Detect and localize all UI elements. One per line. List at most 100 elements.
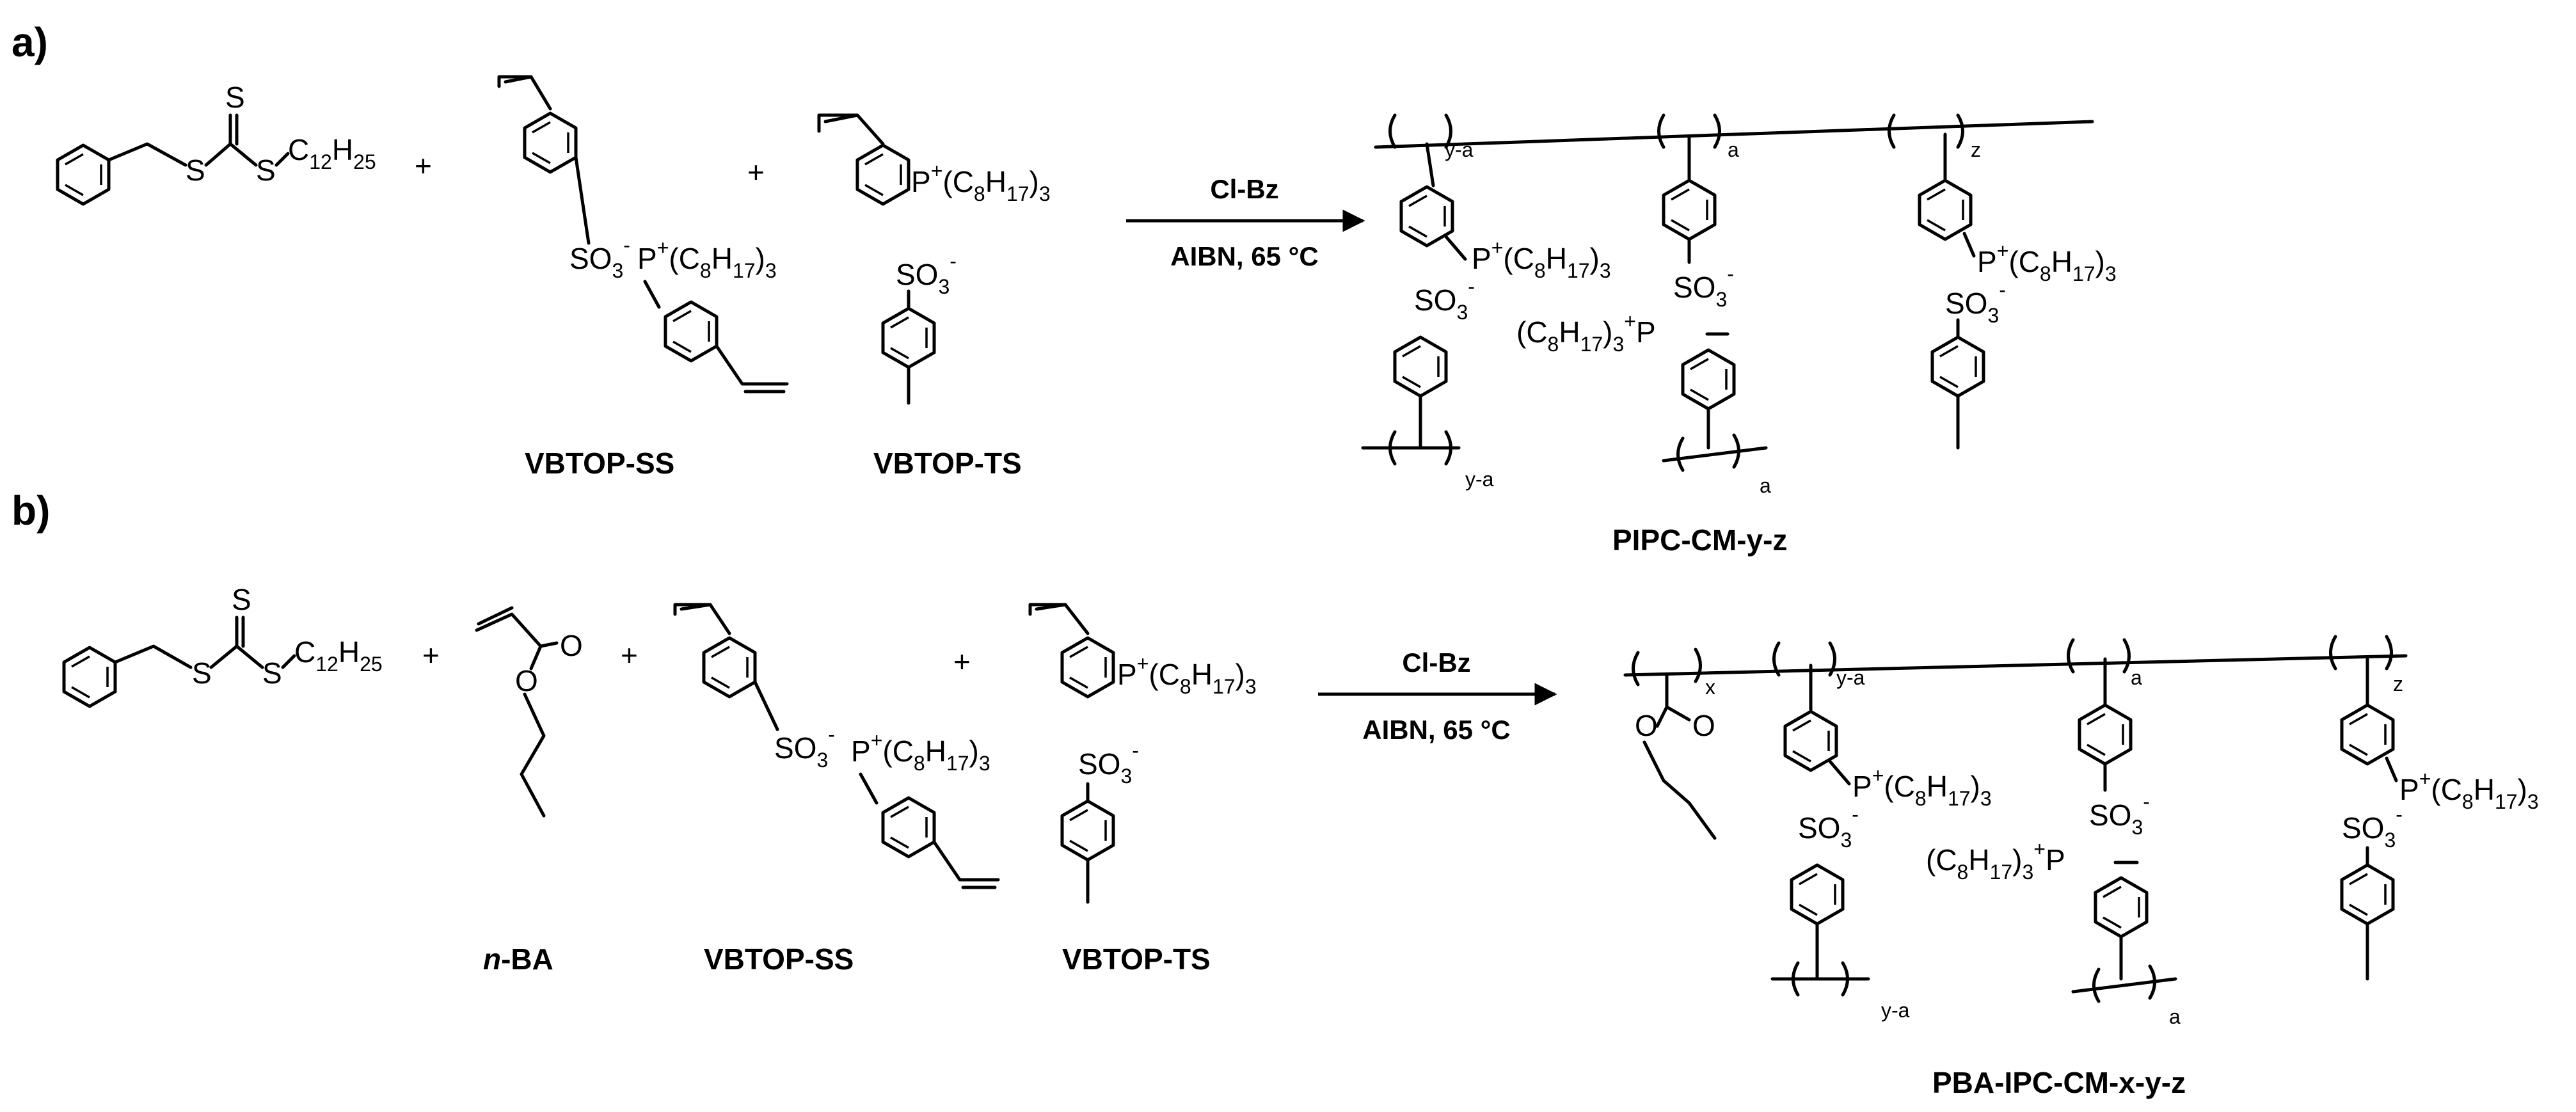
so3-prod-b3: SO xyxy=(2342,811,2384,845)
p-ts-b: P xyxy=(1117,658,1137,691)
p-prod-plus-a2: + xyxy=(1624,310,1636,333)
p-prod-plus-a1: + xyxy=(1491,236,1504,259)
svg-text:SO3-: SO3- xyxy=(1945,278,2006,327)
arrow-b-top-text: Cl-Bz xyxy=(1402,647,1470,678)
p-prod-plus-b1: + xyxy=(1872,764,1884,787)
plus-sign-b2: + xyxy=(621,639,638,672)
vbtop-ss-structure-b: SO3- P+(C8H17)3 VBTOP-SS xyxy=(673,603,1000,976)
subscript-a-a1: a xyxy=(1728,138,1739,161)
svg-text:P+(C8H17)3: P+(C8H17)3 xyxy=(1852,764,1992,810)
c8-prod-h-sub-b2: 17 xyxy=(1990,861,2013,884)
vbtop-ss-structure-a: SO3- P+(C8H17)3 VBTOP-SS xyxy=(497,75,789,480)
c8-prod-close-a2: ) xyxy=(1603,315,1612,349)
panel-a-label: a) xyxy=(12,19,48,65)
c8-close-a: ) xyxy=(756,242,765,275)
c8-prod-h-sub-b1: 17 xyxy=(1948,787,1971,810)
c8-prod-n-a3: 3 xyxy=(2105,262,2117,285)
subscript-ya-a2: y-a xyxy=(1465,468,1494,491)
c8-ts-h-a: H xyxy=(985,165,1006,198)
svg-text:SO3-: SO3- xyxy=(774,723,835,772)
p-ts-a: P xyxy=(911,165,931,198)
subscript-x-b: x xyxy=(1705,676,1715,699)
so3-prod-sub-b3: 3 xyxy=(2384,829,2396,852)
plus-sign-b3: + xyxy=(953,645,971,678)
alkyl-c-sub: 12 xyxy=(309,150,332,173)
sulfur-right-b: S xyxy=(262,656,282,690)
arrow-a-top-text: Cl-Bz xyxy=(1210,174,1278,204)
c8-open-b1: (C xyxy=(882,735,914,768)
subscript-ya-b1: y-a xyxy=(1836,666,1865,689)
so3-ts-minus-b: - xyxy=(1132,739,1139,762)
raft-agent-b: S S S C12H25 xyxy=(62,583,383,708)
so3-minus-a: - xyxy=(623,234,630,257)
p-prod-a2: P xyxy=(1636,315,1656,349)
c8-prod-open-a2: (C xyxy=(1516,315,1548,349)
c8-open-a: (C xyxy=(669,242,700,275)
sulfur-right: S xyxy=(256,154,276,187)
svg-text:P+(C8H17)3: P+(C8H17)3 xyxy=(911,159,1051,205)
subscript-a-a2: a xyxy=(1760,474,1771,497)
p-prod-plus-b2: + xyxy=(2033,838,2046,861)
sulfur-top-b: S xyxy=(232,583,251,616)
product-structure-a: y-a P+(C8H17)3 SO3- y-a a SO3- (C8H17)3+… xyxy=(1361,113,2117,497)
c8-prod-sub-a2: 8 xyxy=(1548,333,1559,356)
so3-sub-b1: 3 xyxy=(816,749,828,772)
c8-prod-open-a3: (C xyxy=(2008,245,2040,278)
c8-ts-open-a: (C xyxy=(942,165,974,198)
p-prod-b1: P xyxy=(1852,770,1872,803)
c8-prod-h-b3: H xyxy=(2474,773,2495,806)
c8-prod-open-b3: (C xyxy=(2431,773,2462,806)
svg-text:P+(C8H17)3: P+(C8H17)3 xyxy=(851,729,990,775)
svg-text:SO3-: SO3- xyxy=(569,234,630,282)
c8-prod-n-a1: 3 xyxy=(1600,259,1611,282)
svg-text:SO3-: SO3- xyxy=(896,250,957,298)
c8-prod-h-b2: H xyxy=(1968,843,1989,877)
c8-h-b1: H xyxy=(925,735,946,768)
sulfur-left-b: S xyxy=(192,656,212,690)
c8-sub-a: 8 xyxy=(700,259,712,282)
product-label-b: PBA-IPC-CM-x-y-z xyxy=(1932,1066,2186,1099)
so3-prod-minus-b1: - xyxy=(1852,803,1859,826)
p-prod-plus-b3: + xyxy=(2419,767,2431,790)
so3-prod-sub-a2: 3 xyxy=(1715,288,1727,311)
p-ts-plus-a: + xyxy=(931,159,943,182)
c8-h-sub-b1: 17 xyxy=(946,752,969,775)
c8-close-b1: ) xyxy=(969,735,979,768)
c8-h-sub-a: 17 xyxy=(733,259,756,282)
svg-text:SO3-: SO3- xyxy=(1078,739,1139,788)
svg-text:SO3-: SO3- xyxy=(2342,803,2403,852)
alkyl-c: C xyxy=(288,133,309,166)
vbtop-ts-label-a: VBTOP-TS xyxy=(873,447,1022,480)
so3-prod-sub-b2: 3 xyxy=(2131,816,2143,839)
c8-n-b1: 3 xyxy=(979,752,990,775)
arrow-a-bottom-text: AIBN, 65 °C xyxy=(1170,241,1319,271)
subscript-ya-b2: y-a xyxy=(1881,999,1910,1022)
nba-label-italic: n xyxy=(483,942,501,976)
plus-sign-a2: + xyxy=(747,155,765,189)
ester-o-carbonyl: O xyxy=(560,629,583,662)
c8-ts-close-b: ) xyxy=(1236,658,1245,691)
c8-prod-n-a2: 3 xyxy=(1613,333,1625,356)
so3-ts-a: SO xyxy=(896,258,938,291)
p-plus-a: + xyxy=(657,236,669,259)
so3-prod-a2: SO xyxy=(1673,271,1715,304)
c8-prod-close-a3: ) xyxy=(2095,245,2105,278)
plus-sign-a1: + xyxy=(415,149,432,182)
svg-text:SO3-: SO3- xyxy=(2089,790,2150,839)
panel-b-label: b) xyxy=(12,488,50,534)
c8-ts-n-b: 3 xyxy=(1245,675,1257,698)
svg-text:P+(C8H17)3: P+(C8H17)3 xyxy=(2399,767,2539,813)
so3-prod-minus-a2: - xyxy=(1727,262,1734,285)
so3-prod-sub-b1: 3 xyxy=(1840,829,1852,852)
svg-text:C12H25: C12H25 xyxy=(288,133,376,173)
ester-o-alkoxy-b: O xyxy=(1635,709,1658,742)
reaction-arrow-b: Cl-Bz AIBN, 65 °C xyxy=(1318,647,1557,745)
sulfur-left: S xyxy=(186,154,205,187)
svg-text:P+(C8H17)3: P+(C8H17)3 xyxy=(1117,652,1257,698)
svg-text:SO3-: SO3- xyxy=(1798,803,1859,852)
c8-prod-h-a3: H xyxy=(2051,245,2072,278)
p-prod-b2: P xyxy=(2046,843,2065,877)
c8-prod-open-a1: (C xyxy=(1503,242,1534,275)
